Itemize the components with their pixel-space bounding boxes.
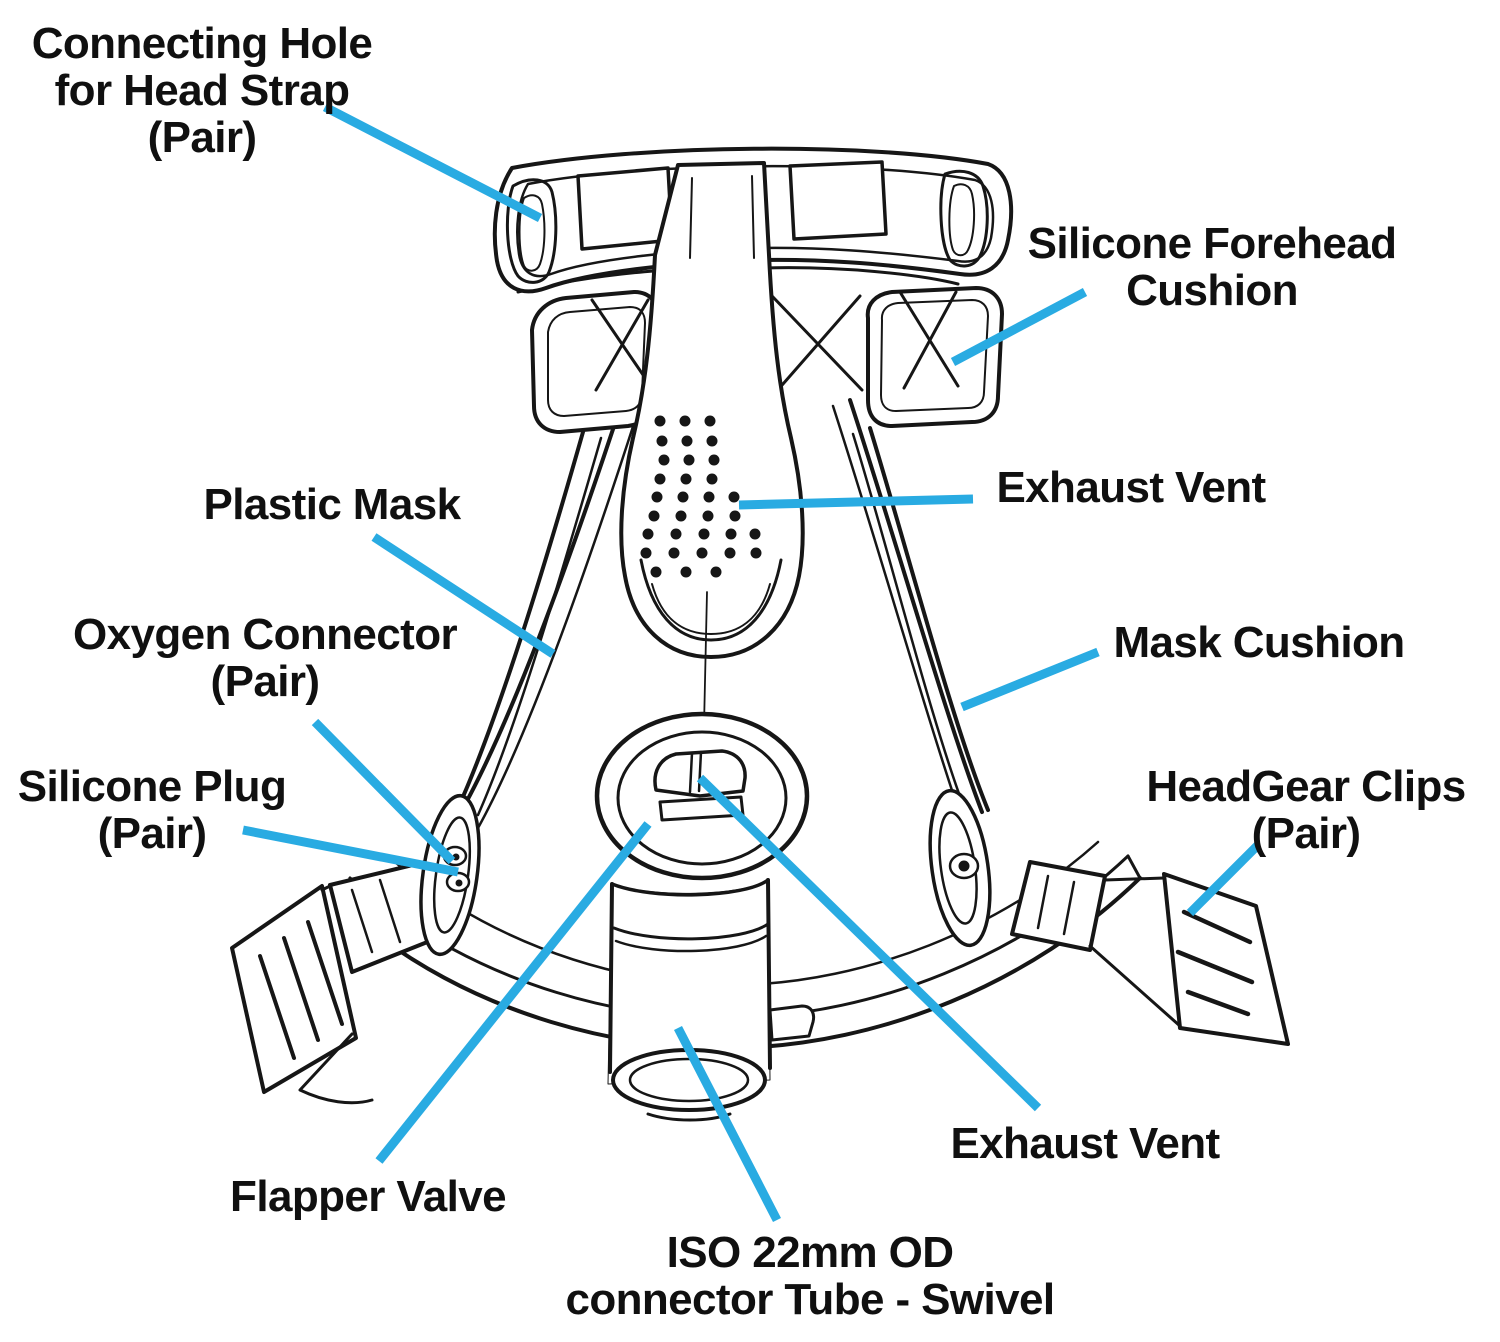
label-line: for Head Strap — [54, 66, 350, 115]
left-headgear-clip — [230, 884, 358, 1094]
callout-exhaust-vent-top — [738, 494, 974, 510]
center-seam-line — [703, 591, 708, 727]
callout-silicone-forehead — [950, 288, 1088, 366]
label-line: connector Tube - Swivel — [565, 1275, 1055, 1324]
callout-flapper-valve — [375, 821, 652, 1164]
label-line: Silicone Plug — [17, 762, 287, 811]
label-line: Oxygen Connector — [72, 610, 458, 659]
callout-headgear-clips — [1186, 841, 1262, 917]
label-line: HeadGear Clips — [1146, 762, 1466, 811]
right-clip-pivot — [1010, 860, 1107, 952]
bracket-left-loop — [505, 178, 558, 284]
oxygen-connector-pod-right — [928, 788, 992, 948]
callout-exhaust-vent-bottom — [696, 774, 1042, 1112]
label-silicone-plug: Silicone Plug (Pair) — [17, 762, 287, 858]
swivel-tube — [607, 878, 816, 1122]
center-port-ring — [594, 711, 810, 881]
label-flapper-valve: Flapper Valve — [230, 1172, 507, 1221]
label-iso-connector: ISO 22mm OD connector Tube - Swivel — [565, 1228, 1055, 1324]
tube-tab — [768, 1004, 816, 1042]
label-line: ISO 22mm OD — [666, 1228, 954, 1277]
label-line: Cushion — [1126, 266, 1298, 315]
label-line: (Pair) — [97, 809, 207, 858]
label-line: (Pair) — [1251, 809, 1361, 858]
bracket-right-loop — [939, 169, 989, 268]
strap-hole-right — [788, 160, 888, 241]
plastic-mask-shell — [453, 398, 984, 830]
label-line: Exhaust Vent — [950, 1119, 1220, 1168]
label-line: Exhaust Vent — [996, 463, 1266, 512]
callout-plastic-mask — [371, 533, 556, 658]
callout-connecting-hole — [322, 103, 543, 222]
label-silicone-forehead-cushion: Silicone Forehead Cushion — [1028, 220, 1397, 314]
callout-lines — [242, 103, 1262, 1223]
right-headgear-arm — [851, 426, 1290, 1046]
callout-silicone-plug — [242, 825, 459, 877]
forehead-cushion-pads — [514, 238, 1004, 434]
label-exhaust-vent-top: Exhaust Vent — [996, 463, 1266, 512]
label-line: Plastic Mask — [203, 480, 462, 529]
label-plastic-mask: Plastic Mask — [203, 480, 462, 529]
truss-struts — [590, 290, 960, 394]
callout-oxygen-connector — [311, 718, 456, 865]
label-line: Flapper Valve — [230, 1172, 507, 1221]
label-headgear-clips: HeadGear Clips (Pair) — [1146, 762, 1466, 858]
label-line: Connecting Hole — [31, 19, 373, 68]
label-line: Silicone Forehead — [1027, 219, 1397, 268]
right-headgear-clip — [1162, 872, 1290, 1046]
label-exhaust-vent-bottom: Exhaust Vent — [950, 1119, 1220, 1168]
label-line: (Pair) — [210, 657, 320, 706]
label-line: (Pair) — [147, 113, 257, 162]
exhaust-vent-holes — [640, 415, 762, 578]
label-mask-cushion: Mask Cushion — [1113, 618, 1405, 667]
label-connecting-hole: Connecting Hole for Head Strap (Pair) — [32, 20, 373, 161]
left-headgear-arm — [230, 430, 603, 1105]
callout-iso-connector — [674, 1025, 781, 1223]
label-line: Mask Cushion — [1113, 618, 1405, 667]
callout-mask-cushion — [960, 647, 1100, 712]
label-oxygen-connector: Oxygen Connector (Pair) — [72, 610, 458, 706]
